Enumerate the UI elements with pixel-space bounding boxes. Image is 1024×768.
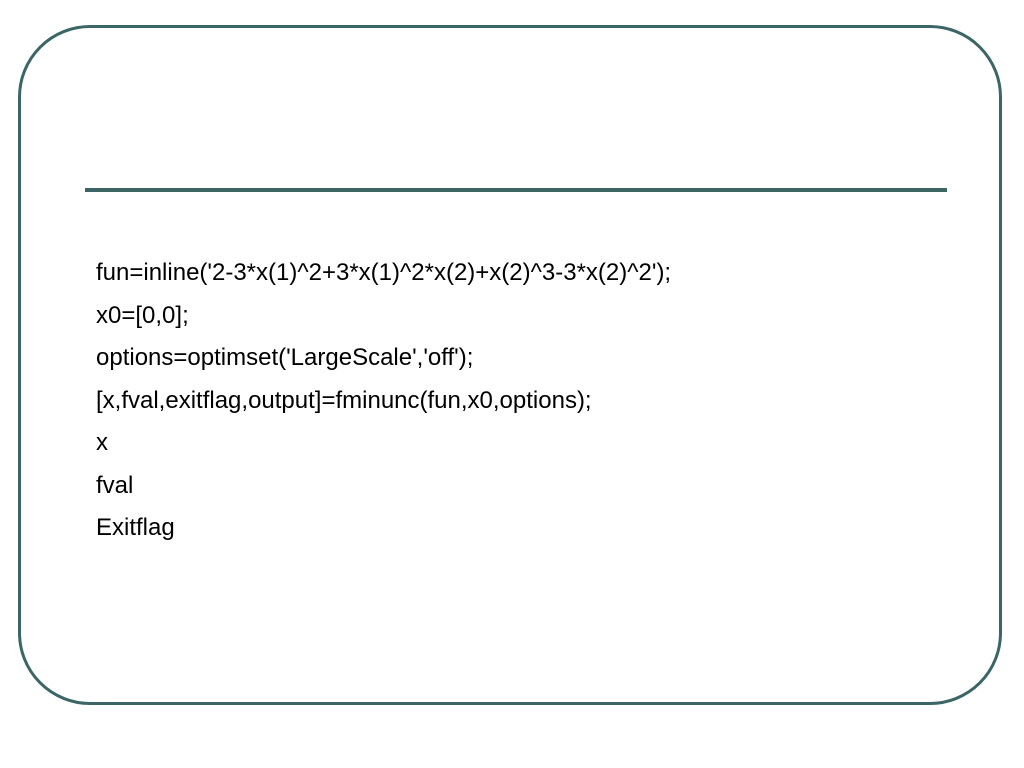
slide-frame <box>18 25 1002 705</box>
code-line: x0=[0,0]; <box>96 301 189 329</box>
code-line: Exitflag <box>96 514 175 541</box>
code-line: x <box>96 429 108 456</box>
code-line: options=optimset('LargeScale','off'); <box>96 344 474 371</box>
code-listing: fun=inline('2-3*x(1)^2+3*x(1)^2*x(2)+x(2… <box>96 252 671 550</box>
code-line: fun=inline('2-3*x(1)^2+3*x(1)^2*x(2)+x(2… <box>96 259 672 286</box>
code-line: [x,fval,exitflag,output]=fminunc(fun,x0,… <box>96 386 592 414</box>
title-divider <box>85 188 947 192</box>
code-line: fval <box>96 471 134 499</box>
